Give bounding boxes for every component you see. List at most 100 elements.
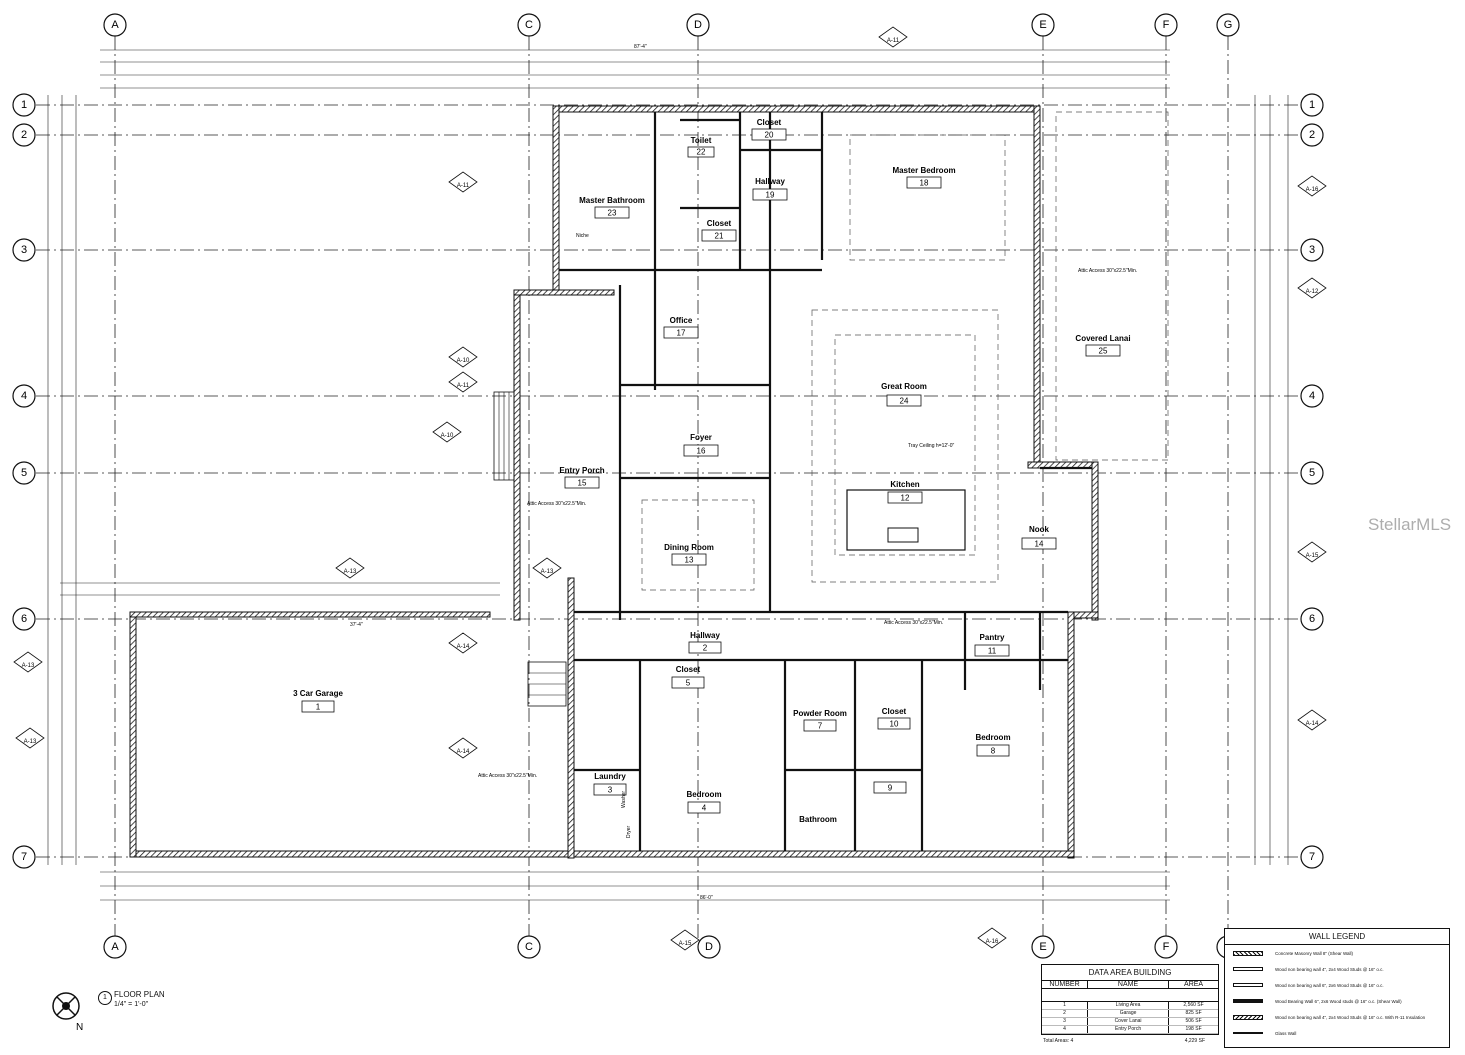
- table-row: 4 Entry Porch 198 SF: [1042, 1026, 1218, 1034]
- svg-text:Closet: Closet: [707, 219, 732, 228]
- svg-text:Toilet: Toilet: [691, 136, 712, 145]
- svg-text:Closet: Closet: [882, 707, 907, 716]
- attic-access-note: Attic Access 30"x22.5"Min.: [478, 773, 537, 779]
- section-tags: A-11 A-10 A-11 A-10 A-13 A-13 A-13 A-14 …: [13, 26, 1327, 951]
- svg-text:18: 18: [920, 179, 929, 188]
- grid-label-1: 1: [21, 99, 27, 111]
- cell-area: 2,560 SF: [1183, 1002, 1204, 1008]
- svg-text:11: 11: [988, 647, 997, 656]
- svg-text:Hallway: Hallway: [690, 631, 720, 640]
- section-tag: A-10: [432, 421, 462, 443]
- watermark: StellarMLS: [1368, 515, 1452, 534]
- dimension-lines: [47, 49, 1289, 901]
- svg-text:A-15: A-15: [679, 941, 692, 947]
- wall-legend: WALL LEGEND Concrete Masonry Wall 8" (Sh…: [1224, 928, 1450, 1048]
- title-label: FLOOR PLAN: [114, 990, 165, 999]
- section-tag: A-15: [670, 929, 700, 951]
- section-tag: A-14: [448, 632, 478, 654]
- attic-access-note: Attic Access 30"x22.5"Min.: [884, 620, 943, 626]
- svg-text:Great Room: Great Room: [881, 382, 927, 391]
- attic-access-note: Attic Access 30"x22.5"Min.: [1078, 268, 1137, 274]
- svg-text:A-11: A-11: [887, 38, 900, 44]
- legend-item: Wood Bearing Wall 6", 2x6 Wood studs @ 1…: [1225, 993, 1449, 1009]
- grid-bubble-g: [1216, 13, 1240, 37]
- room-bedroom-4: Bedroom 4: [686, 790, 722, 814]
- tray-ceiling-note: Tray Ceiling h=12'-0": [908, 443, 955, 449]
- exterior-walls: [129, 105, 1099, 859]
- niche-note: Niche: [576, 233, 589, 239]
- legend-swatch: [1233, 950, 1263, 956]
- grid-bubble-e: [1031, 13, 1055, 37]
- grid-label-g: G: [1224, 19, 1233, 31]
- section-tag: A-13: [13, 651, 43, 673]
- legend-label: Wood non bearing wall 4", 2x4 Wood Studs…: [1275, 966, 1384, 972]
- grid-label-3-right: 3: [1309, 244, 1315, 256]
- legend-item: Concrete Masonry Wall 8" (Shear Wall): [1225, 945, 1449, 961]
- area-table-header: NUMBER NAME AREA: [1042, 981, 1218, 989]
- legend-title: WALL LEGEND: [1225, 929, 1449, 945]
- svg-text:Office: Office: [670, 316, 693, 325]
- svg-text:A-13: A-13: [541, 569, 554, 575]
- svg-text:Foyer: Foyer: [690, 433, 712, 442]
- grid-bubble-d: [686, 13, 710, 37]
- svg-text:Closet: Closet: [757, 118, 782, 127]
- svg-text:Entry Porch: Entry Porch: [559, 466, 604, 475]
- grid-label-c-bottom: C: [525, 941, 533, 953]
- svg-text:A-10: A-10: [441, 433, 454, 439]
- svg-text:A-16: A-16: [1306, 187, 1319, 193]
- grid-label-e-bottom: E: [1039, 941, 1046, 953]
- interior-walls: [559, 112, 1092, 851]
- drawing-title: 1 FLOOR PLAN 1/4" = 1'-0": [52, 988, 202, 1044]
- cell-number: 3: [1042, 1018, 1088, 1025]
- svg-text:9: 9: [888, 784, 893, 793]
- total-label: Total Areas: 4: [1043, 1038, 1074, 1044]
- grid-bubbles-right: 1 2 3 4 5 6 7: [1300, 93, 1324, 869]
- room-office: Office 17: [663, 316, 699, 339]
- legend-swatch: [1233, 1014, 1263, 1020]
- svg-text:15: 15: [578, 479, 587, 488]
- kitchen-island: [846, 489, 966, 551]
- room-entry-porch: Entry Porch 15: [559, 466, 605, 489]
- section-tag: A-15: [1297, 541, 1327, 563]
- svg-text:Dining Room: Dining Room: [664, 543, 714, 552]
- svg-text:16: 16: [697, 447, 706, 456]
- col-number: NUMBER: [1042, 981, 1088, 988]
- svg-text:23: 23: [608, 209, 617, 218]
- svg-text:Laundry: Laundry: [594, 772, 626, 781]
- grid-label-c: C: [525, 19, 533, 31]
- svg-text:Bedroom: Bedroom: [686, 790, 721, 799]
- grid-label-d-bottom: D: [705, 941, 713, 953]
- cell-area: 506 SF: [1185, 1018, 1202, 1024]
- title-number-bubble: 1: [98, 991, 112, 1005]
- svg-text:8: 8: [991, 747, 996, 756]
- svg-text:A-10: A-10: [457, 358, 470, 364]
- grid-label-f-bottom: F: [1163, 941, 1170, 953]
- attic-access-note: Attic Access 30"x22.5"Min.: [527, 501, 586, 507]
- svg-text:A-14: A-14: [457, 749, 470, 755]
- legend-label: Concrete Masonry Wall 8" (Shear Wall): [1275, 950, 1354, 956]
- svg-text:Bedroom: Bedroom: [975, 733, 1010, 742]
- svg-text:24: 24: [900, 397, 909, 406]
- svg-text:17: 17: [677, 329, 686, 338]
- svg-text:4: 4: [702, 804, 707, 813]
- cell-name: Garage: [1088, 1010, 1170, 1017]
- svg-text:3 Car Garage: 3 Car Garage: [293, 689, 343, 698]
- section-tag: A-14: [448, 737, 478, 759]
- grid-label-4-right: 4: [1309, 390, 1315, 402]
- legend-swatch: [1233, 983, 1263, 987]
- grid-lines: [36, 36, 1300, 938]
- legend-item: Wood non bearing wall 6", 2x6 Wood Studs…: [1225, 977, 1449, 993]
- section-tag: A-11: [448, 371, 478, 393]
- overall-dimension: 87'-4": [634, 44, 647, 50]
- grid-label-a: A: [111, 19, 119, 31]
- total-value: 4,229 SF: [1184, 1038, 1205, 1044]
- cell-area: 825 SF: [1185, 1010, 1202, 1016]
- col-name: NAME: [1088, 981, 1170, 988]
- svg-text:Covered Lanai: Covered Lanai: [1075, 334, 1130, 343]
- section-tag: A-13: [335, 557, 365, 579]
- grid-label-7: 7: [21, 851, 27, 863]
- legend-label: Wood non bearing wall 4", 2x4 Wood Studs…: [1275, 1014, 1426, 1020]
